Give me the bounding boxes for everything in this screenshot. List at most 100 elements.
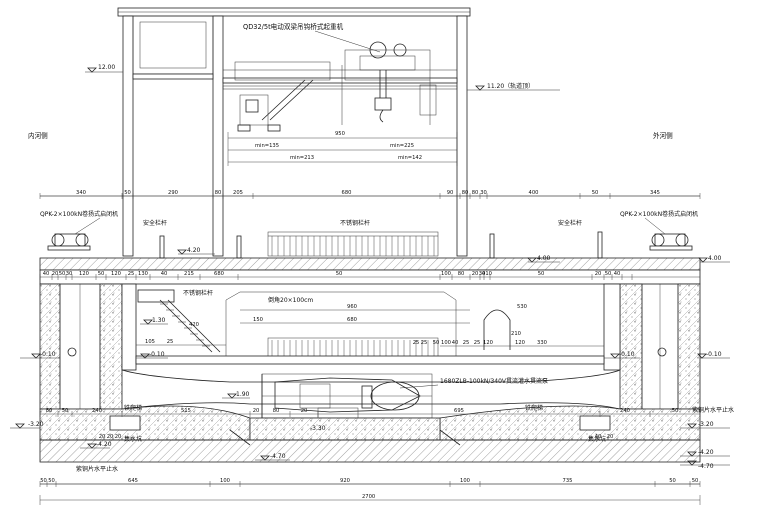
dim-label: 680: [342, 190, 352, 196]
dim-label: 80: [215, 190, 222, 196]
dim-label: 40: [614, 271, 621, 277]
dim-label: 100: [441, 271, 451, 277]
dim-label: 80: [472, 190, 479, 196]
dim-label: 40: [43, 271, 50, 277]
crane-assembly: [234, 41, 437, 132]
svg-text:-4.70: -4.70: [698, 463, 714, 470]
svg-text:min=142: min=142: [398, 155, 422, 161]
superstructure: [117, 7, 471, 257]
svg-text:-4.20: -4.20: [96, 441, 112, 448]
dim-label: 40: [452, 340, 459, 346]
dim-label: 50: [40, 478, 47, 484]
dim-label: 25: [463, 340, 470, 346]
svg-text:-0.10: -0.10: [40, 351, 56, 358]
dim-label: 90: [447, 190, 454, 196]
dim-label: 735: [563, 478, 573, 484]
dim-label: 645: [128, 478, 138, 484]
dim-label: 50: [336, 271, 343, 277]
dim-label: 215: [184, 271, 194, 277]
dim-label: 920: [340, 478, 350, 484]
dim-label: 50: [62, 408, 69, 414]
svg-text:11.20（轨道顶）: 11.20（轨道顶）: [487, 82, 534, 90]
mid-floor: [135, 291, 605, 365]
dim-label: 50: [124, 190, 131, 196]
rail-left-label: 安全栏杆: [143, 219, 167, 227]
dim-label: 20: [99, 434, 106, 440]
dim-label: 80: [273, 408, 280, 414]
dim-label: 25: [128, 271, 135, 277]
stairs-left: [137, 289, 221, 353]
svg-text:1.30: 1.30: [152, 317, 166, 324]
dim-label: 120: [483, 340, 493, 346]
dim-label: 40: [161, 271, 168, 277]
dim-label: 40: [595, 434, 602, 440]
svg-text:950: 950: [335, 131, 345, 137]
dim-label: 20: [107, 434, 114, 440]
dim-label: 290: [168, 190, 178, 196]
svg-text:min=135: min=135: [255, 143, 279, 149]
dim-label: 50: [433, 340, 440, 346]
base-slab: [39, 405, 701, 463]
elev-low: 1.90 -3.20 -3.20 -4.20 -4.20 -4.70 -4.70…: [10, 391, 730, 470]
dim-label: 150: [253, 317, 263, 323]
dim-label: 20: [607, 434, 614, 440]
dim-label: 205: [233, 190, 243, 196]
svg-text:2700: 2700: [362, 494, 375, 500]
dim-label: 530: [517, 304, 527, 310]
dim-label: 50: [672, 408, 679, 414]
dim-label: 50: [605, 271, 612, 277]
hoist-right-label: QPK-2×100kN卷扬式启闭机: [620, 210, 698, 218]
dim-label: 50: [98, 271, 105, 277]
dim-label: 25: [474, 340, 481, 346]
svg-text:min=225: min=225: [390, 143, 414, 149]
dim-label: 80: [458, 271, 465, 277]
crane-label: QD32/5t电动双梁吊钩桥式起重机: [243, 22, 344, 31]
walls: [39, 283, 701, 410]
dim-label: 80: [46, 408, 53, 414]
dim-label: 50: [48, 478, 55, 484]
rail-stainless-mid-label: 不锈钢栏杆: [183, 289, 213, 297]
dim-label: 20: [301, 408, 308, 414]
dim-label: 210: [511, 331, 521, 337]
ladder-left-label: 铁爬梯: [124, 404, 142, 412]
dim-label: 50: [538, 271, 545, 277]
svg-text:-3.20: -3.20: [28, 421, 44, 428]
hoist-left-label: QPK-2×100kN卷扬式启闭机: [40, 210, 118, 218]
rail-stainless-top-label: 不锈钢栏杆: [340, 219, 370, 227]
svg-text:4.00: 4.00: [708, 255, 722, 262]
dim-label: 50: [692, 478, 699, 484]
dim-label: 100: [460, 478, 470, 484]
elev-deck: 4.20 4.00 4.00: [177, 247, 730, 263]
dim-label: 960: [347, 304, 357, 310]
dim-label: 50: [592, 190, 599, 196]
svg-text:-3.20: -3.20: [698, 421, 714, 428]
svg-text:-4.70: -4.70: [270, 453, 286, 460]
chamfer-label: 倒角20×100cm: [268, 296, 313, 304]
dim-label: 20: [52, 271, 59, 277]
dim-label: 420: [189, 322, 199, 328]
gate-grooves: [59, 283, 679, 410]
sump-left-label: 集水坑: [124, 435, 142, 443]
svg-text:4.00: 4.00: [537, 255, 551, 262]
dim-label: 410: [482, 271, 492, 277]
dim-label: 120: [111, 271, 121, 277]
dim-label: 25: [167, 339, 174, 345]
dim-label: 80: [462, 190, 469, 196]
dim-label: 25: [413, 340, 420, 346]
dim-label: 130: [138, 271, 148, 277]
dim-label: 20: [253, 408, 260, 414]
hoist-left: [47, 233, 91, 251]
dim-label: 340: [76, 190, 86, 196]
dim-label: 20: [115, 434, 122, 440]
dim-label: 680: [347, 317, 357, 323]
seal-right-label: 紫铜片水平止水: [692, 406, 734, 414]
elev-mid: 1.30 -0.10 -0.10 -0.10 -0.10: [20, 317, 730, 359]
elevation-12: 12.00: [85, 64, 123, 73]
crane-dimensions: 950 min=135 min=225 min=213 min=142: [227, 131, 458, 166]
dim-label: 515: [181, 408, 191, 414]
svg-text:-4.20: -4.20: [698, 449, 714, 456]
outer-side-label: 外河侧: [653, 131, 673, 140]
pump-label: 1680ZLB-100kN/340V贯流灌水贯流泵: [440, 377, 548, 385]
